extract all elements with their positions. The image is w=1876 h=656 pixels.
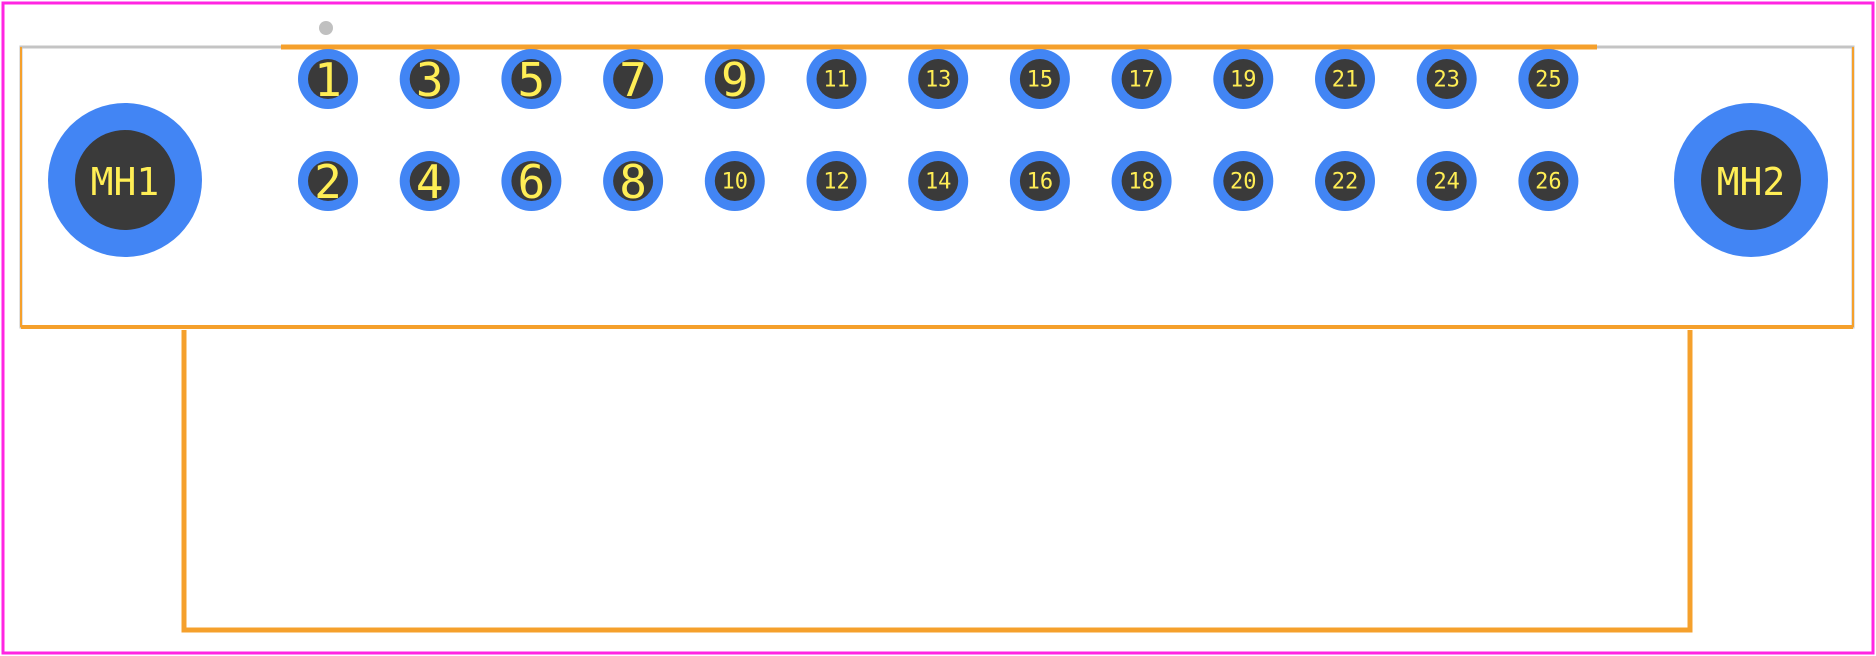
pad-number-label: 16 (1027, 170, 1054, 195)
pad-number-label: 24 (1433, 170, 1460, 195)
pad-drill (1121, 59, 1162, 99)
pad-drill (1528, 161, 1569, 201)
pad-number-label: 10 (722, 170, 749, 195)
pad-drill (1325, 161, 1365, 201)
pad-22[interactable]: 22 (1315, 151, 1375, 211)
pad-1[interactable]: 1 (298, 49, 358, 109)
pad-24[interactable]: 24 (1416, 151, 1477, 211)
pad-12[interactable]: 12 (806, 151, 867, 211)
pad-drill (1019, 161, 1060, 201)
pad-drill (511, 161, 552, 201)
pad-number-label: 22 (1332, 170, 1359, 195)
origin-marker (319, 21, 333, 35)
pad-number-label: 17 (1128, 68, 1155, 93)
pad-number-label: 18 (1128, 170, 1155, 195)
pad-26[interactable]: 26 (1518, 151, 1579, 211)
pad-number-label: 20 (1230, 170, 1257, 195)
mounting-hole-drill (1701, 130, 1801, 230)
pad-drill (1528, 59, 1569, 99)
pad-drill (918, 59, 959, 99)
pad-drill (613, 59, 654, 99)
pad-number-label: 4 (416, 155, 444, 209)
pad-drill (613, 161, 654, 201)
pad-number-label: 5 (518, 53, 546, 107)
pad-drill (816, 59, 857, 99)
pad-number-label: 19 (1230, 68, 1257, 93)
pad-number-label: 7 (619, 53, 647, 107)
pad-drill (409, 161, 450, 201)
pad-25[interactable]: 25 (1518, 49, 1579, 109)
pad-drill (1019, 59, 1060, 99)
mounting-hole-label: MH2 (1717, 160, 1786, 204)
pad-number-label: 1 (314, 53, 342, 107)
pad-number-label: 26 (1535, 170, 1562, 195)
pad-number-label: 9 (721, 53, 749, 107)
pad-20[interactable]: 20 (1213, 151, 1274, 211)
pad-number-label: 2 (314, 155, 342, 209)
pad-4[interactable]: 4 (399, 151, 460, 211)
pad-7[interactable]: 7 (603, 49, 664, 109)
pad-5[interactable]: 5 (501, 49, 562, 109)
pad-drill (1223, 161, 1264, 201)
pad-17[interactable]: 17 (1111, 49, 1172, 109)
pad-drill (1223, 59, 1264, 99)
pad-number-label: 12 (823, 170, 850, 195)
pad-16[interactable]: 16 (1009, 151, 1070, 211)
silkscreen-lower-body (181, 330, 1693, 633)
mounting-hole-mh1[interactable]: MH1 (48, 103, 202, 257)
pad-drill (816, 161, 857, 201)
pad-drill (1426, 161, 1467, 201)
pad-number-label: 3 (416, 53, 444, 107)
pad-6[interactable]: 6 (501, 151, 562, 211)
pad-number-label: 14 (925, 170, 952, 195)
pad-3[interactable]: 3 (399, 49, 460, 109)
pad-drill (714, 161, 755, 201)
pad-number-label: 13 (925, 68, 952, 93)
pad-19[interactable]: 19 (1213, 49, 1274, 109)
pad-10[interactable]: 10 (704, 151, 765, 211)
pad-number-label: 23 (1433, 68, 1460, 93)
pad-drill (308, 59, 348, 99)
pad-number-label: 15 (1027, 68, 1054, 93)
pad-8[interactable]: 8 (603, 151, 664, 211)
pad-13[interactable]: 13 (908, 49, 969, 109)
pad-15[interactable]: 15 (1009, 49, 1070, 109)
pad-2[interactable]: 2 (298, 151, 358, 211)
pad-23[interactable]: 23 (1416, 49, 1477, 109)
pad-drill (409, 59, 450, 99)
pad-drill (714, 59, 755, 99)
pad-drill (1426, 59, 1467, 99)
pad-drill (308, 161, 348, 201)
pad-drill (1121, 161, 1162, 201)
pad-number-label: 21 (1332, 68, 1359, 93)
pad-drill (918, 161, 959, 201)
mounting-hole-label: MH1 (91, 160, 160, 204)
pad-9[interactable]: 9 (704, 49, 765, 109)
pad-drill (511, 59, 552, 99)
pad-number-label: 11 (823, 68, 850, 93)
mounting-hole-drill (75, 130, 175, 230)
pad-drill (1325, 59, 1365, 99)
pad-21[interactable]: 21 (1315, 49, 1375, 109)
pad-11[interactable]: 11 (806, 49, 867, 109)
pad-number-label: 8 (619, 155, 647, 209)
mounting-hole-mh2[interactable]: MH2 (1674, 103, 1828, 257)
pad-18[interactable]: 18 (1111, 151, 1172, 211)
pad-number-label: 6 (518, 155, 546, 209)
pad-number-label: 25 (1535, 68, 1562, 93)
pad-14[interactable]: 14 (908, 151, 969, 211)
